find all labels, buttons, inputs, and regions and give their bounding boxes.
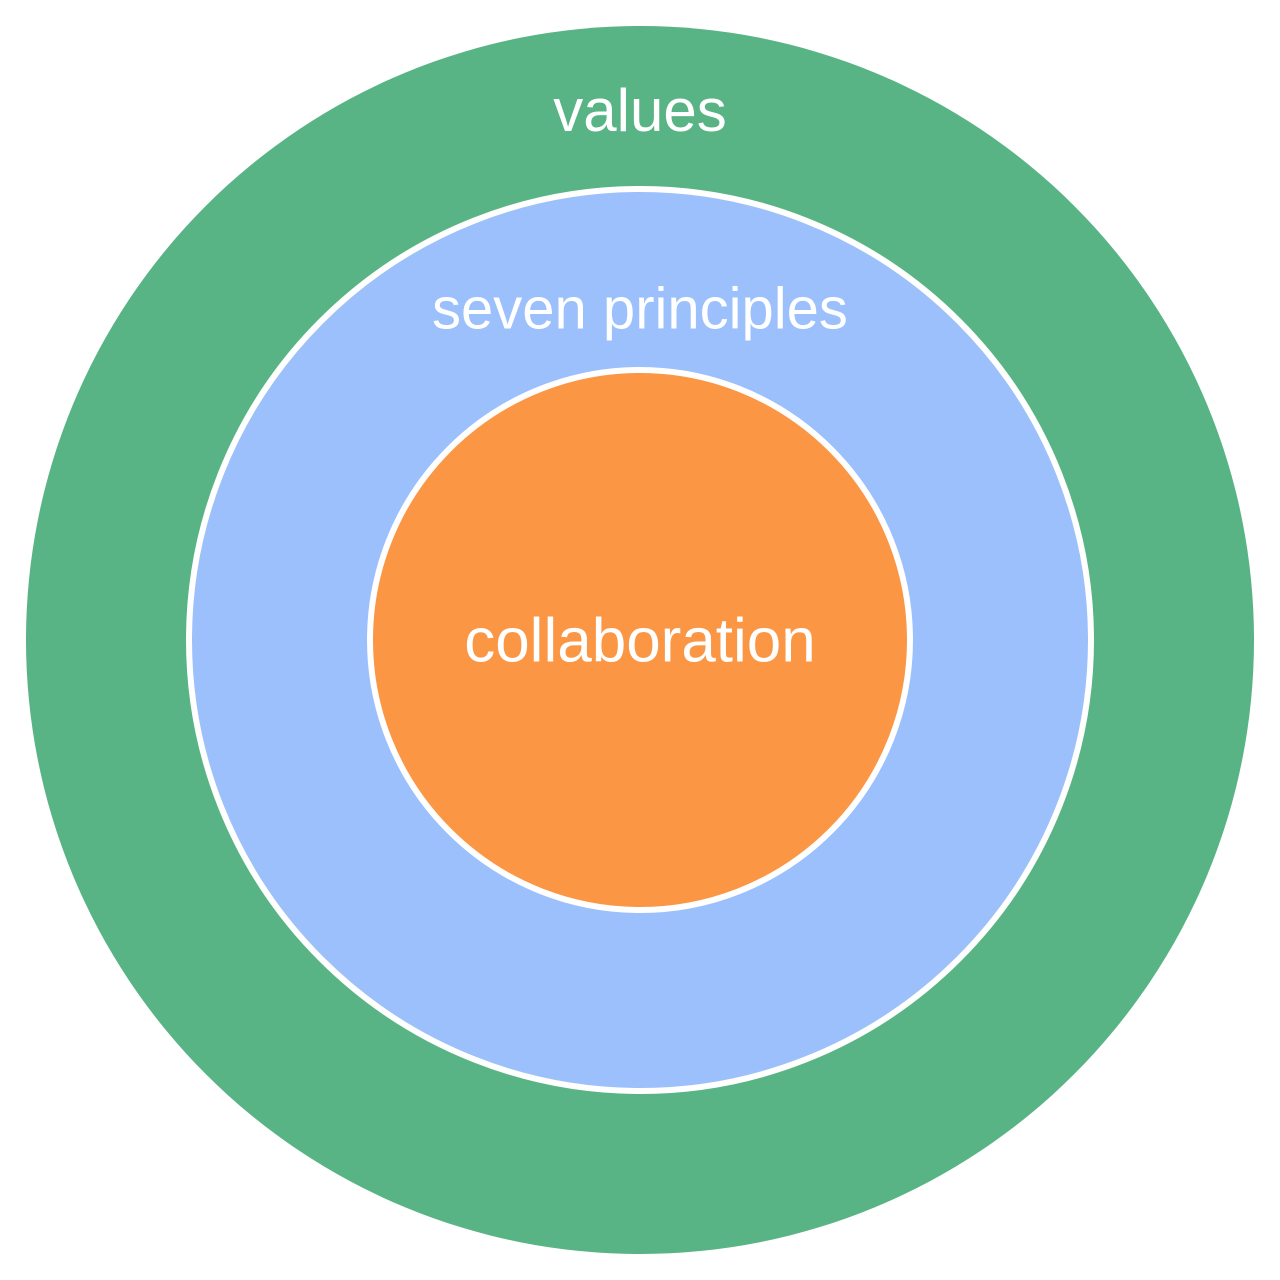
collaboration-label: collaboration (464, 606, 816, 675)
inner-circle-collaboration (367, 367, 913, 913)
seven-principles-label: seven principles (432, 276, 848, 341)
values-label: values (553, 77, 726, 144)
